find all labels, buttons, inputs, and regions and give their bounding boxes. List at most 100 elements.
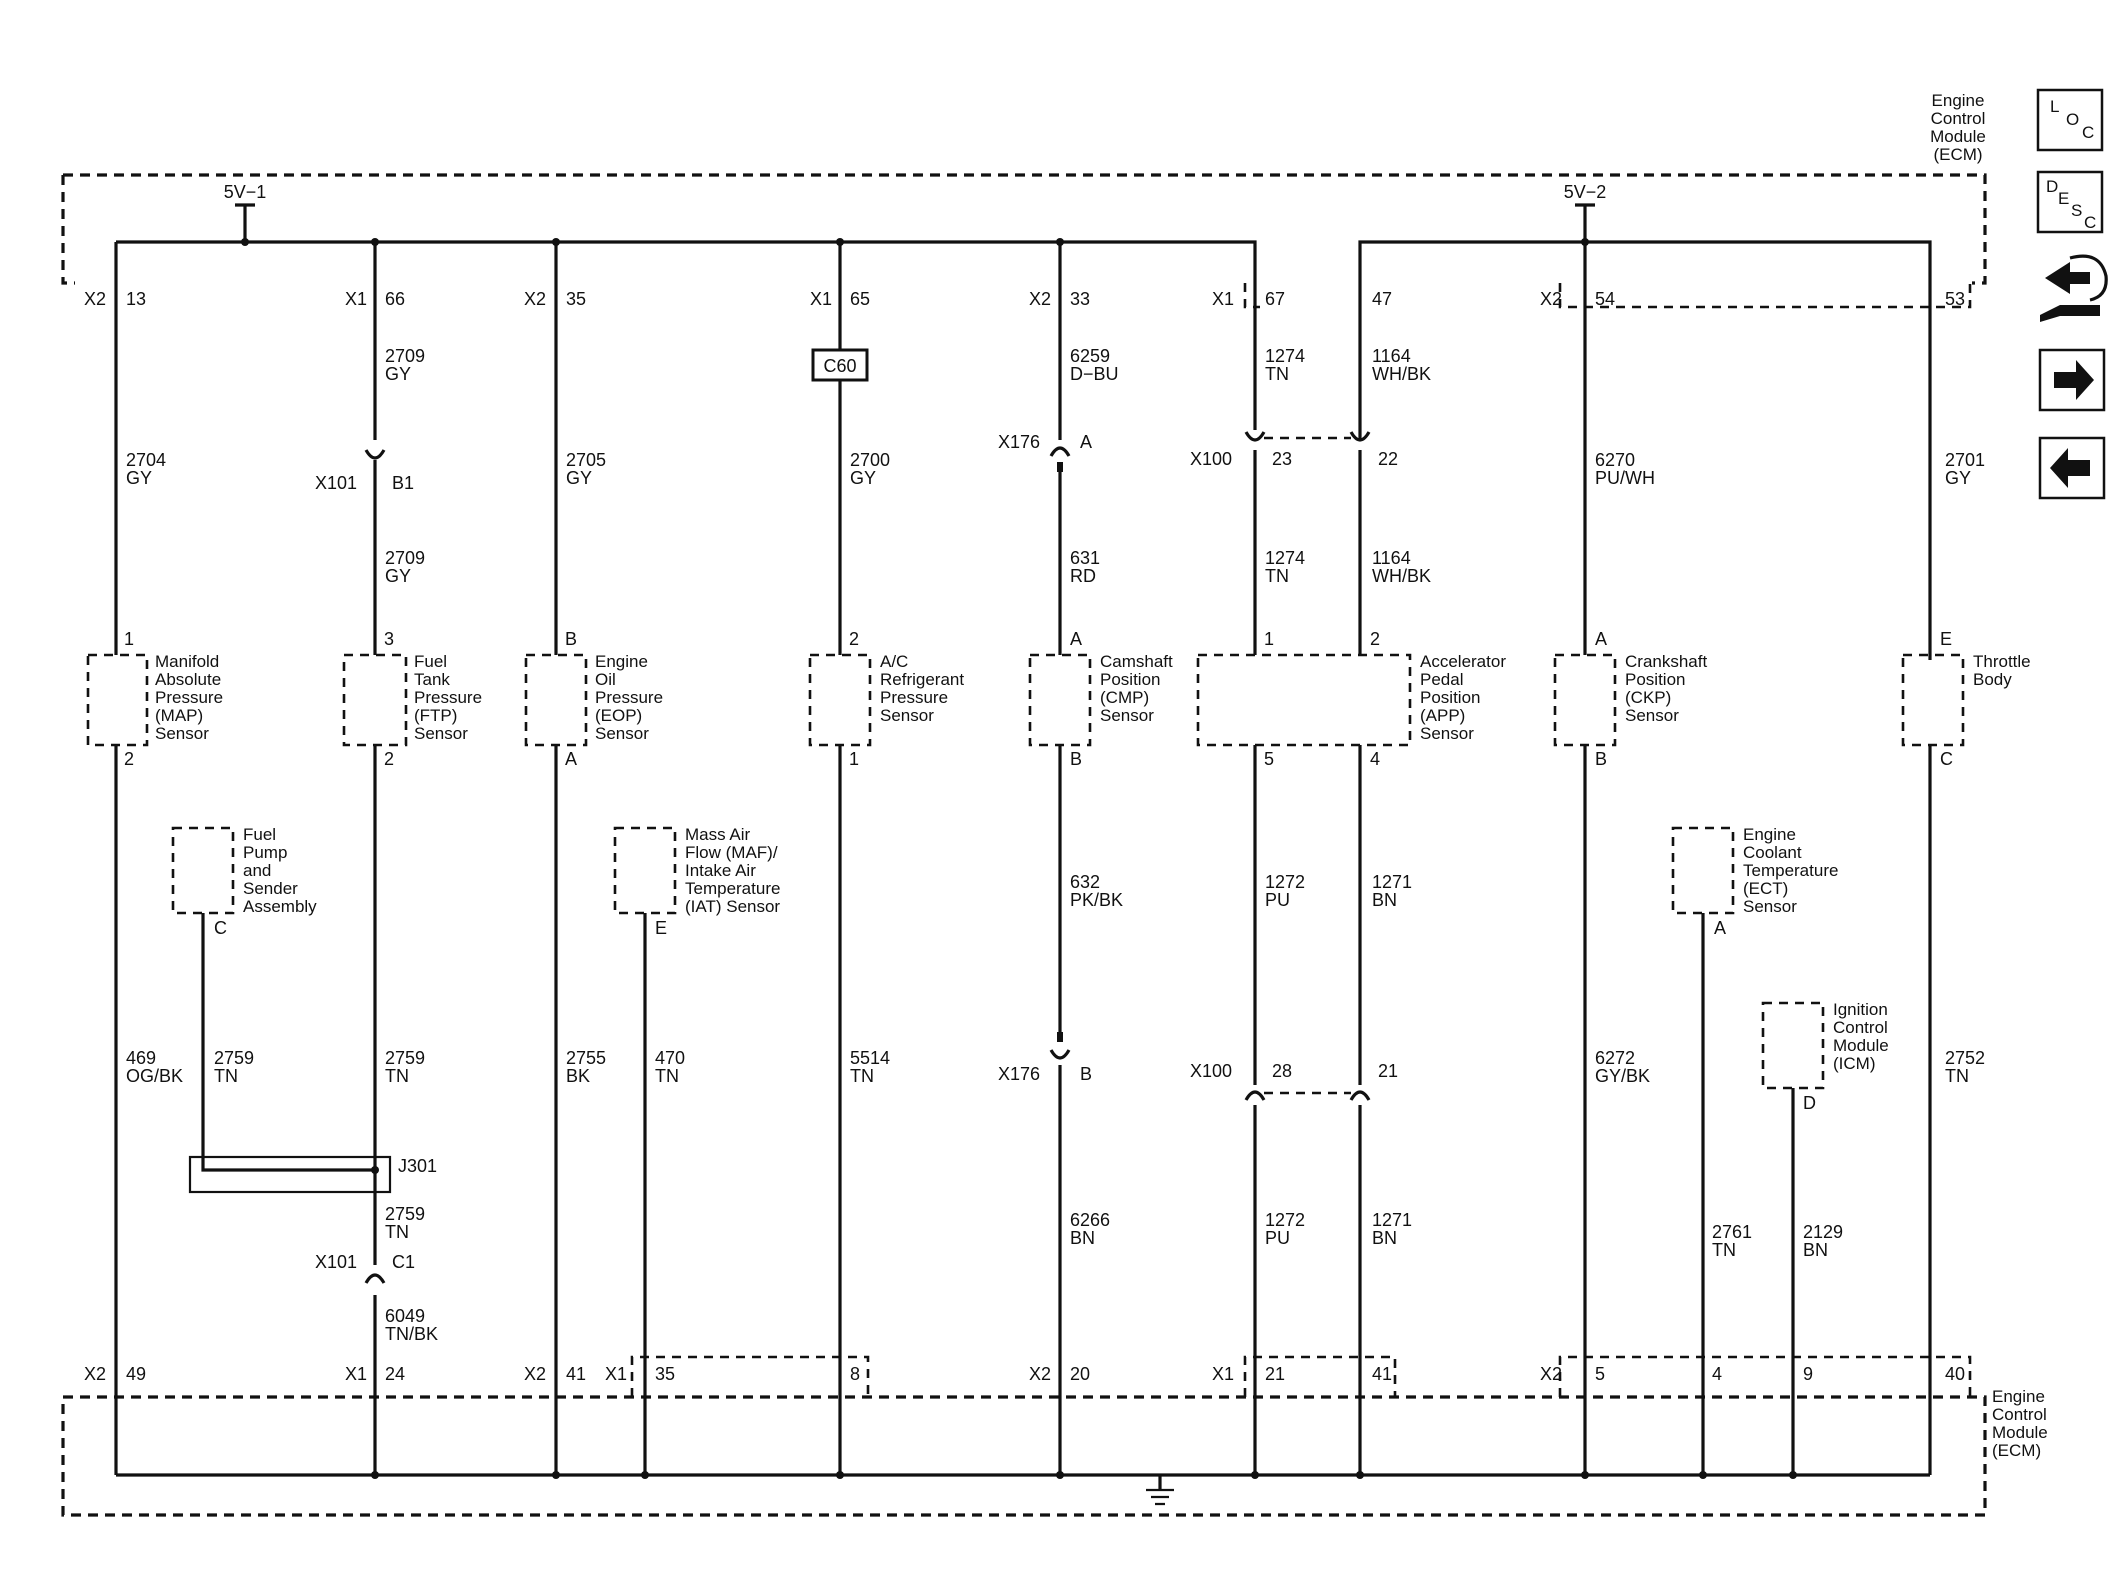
svg-text:PU: PU (1265, 1228, 1290, 1248)
svg-text:BN: BN (1372, 890, 1397, 910)
svg-text:631: 631 (1070, 548, 1100, 568)
svg-text:Engine: Engine (595, 652, 648, 671)
svg-text:GY: GY (566, 468, 592, 488)
svg-text:A: A (1714, 918, 1726, 938)
svg-text:B: B (1080, 1064, 1092, 1084)
svg-text:(ECT): (ECT) (1743, 879, 1788, 898)
svg-text:2752: 2752 (1945, 1048, 1985, 1068)
svg-text:Pressure: Pressure (414, 688, 482, 707)
svg-text:TN: TN (1712, 1240, 1736, 1260)
svg-text:(ECM): (ECM) (1933, 145, 1982, 164)
ground-bus (116, 1473, 1930, 1506)
svg-text:Pressure: Pressure (595, 688, 663, 707)
svg-text:(CKP): (CKP) (1625, 688, 1671, 707)
svg-text:TN: TN (385, 1222, 409, 1242)
svg-text:TN: TN (214, 1066, 238, 1086)
svg-text:Crankshaft: Crankshaft (1625, 652, 1707, 671)
svg-text:PK/BK: PK/BK (1070, 890, 1123, 910)
svg-text:X2: X2 (524, 1364, 546, 1384)
svg-text:6270: 6270 (1595, 450, 1635, 470)
cmp-sensor: A B Camshaft Position (CMP) Sensor (1028, 629, 1173, 769)
next-page-arrow-icon[interactable] (2038, 348, 2106, 412)
x176-inline-connector-top: X176 A (998, 432, 1092, 472)
svg-text:Sensor: Sensor (1625, 706, 1679, 725)
previous-page-arrow-icon[interactable] (2038, 436, 2106, 500)
svg-text:Position: Position (1100, 670, 1160, 689)
svg-text:6049: 6049 (385, 1306, 425, 1326)
svg-text:4: 4 (1370, 749, 1380, 769)
svg-text:9: 9 (1803, 1364, 1813, 1384)
svg-text:and: and (243, 861, 271, 880)
svg-text:469: 469 (126, 1048, 156, 1068)
svg-text:X1: X1 (345, 1364, 367, 1384)
svg-text:6259: 6259 (1070, 346, 1110, 366)
svg-text:20: 20 (1070, 1364, 1090, 1384)
svg-text:PU: PU (1265, 890, 1290, 910)
svg-text:X1: X1 (1212, 1364, 1234, 1384)
svg-text:GY: GY (385, 364, 411, 384)
svg-text:A/C: A/C (880, 652, 908, 671)
svg-text:S: S (2071, 201, 2082, 220)
svg-text:Engine: Engine (1932, 91, 1985, 110)
svg-text:2: 2 (849, 629, 859, 649)
svg-text:X100: X100 (1190, 449, 1232, 469)
ecm-top-label: Engine Control Module (ECM) (1930, 91, 1986, 164)
svg-text:E: E (2058, 189, 2069, 208)
throttle-body-circuit: 2701 GY 2752 TN (1928, 450, 1985, 1475)
svg-text:41: 41 (566, 1364, 586, 1384)
ckp-sensor: A B Crankshaft Position (CKP) Sensor (1553, 629, 1707, 769)
svg-text:X1: X1 (810, 289, 832, 309)
svg-text:2759: 2759 (385, 1048, 425, 1068)
svg-text:J301: J301 (398, 1156, 437, 1176)
svg-text:Absolute: Absolute (155, 670, 221, 689)
svg-text:Control: Control (1931, 109, 1986, 128)
svg-text:2: 2 (384, 749, 394, 769)
description-icon[interactable]: D E S C (2036, 170, 2104, 234)
svg-text:C: C (2084, 213, 2096, 232)
svg-text:E: E (1940, 629, 1952, 649)
svg-text:TN: TN (1265, 364, 1289, 384)
svg-text:Module: Module (1992, 1423, 2048, 1442)
svg-text:67: 67 (1265, 289, 1285, 309)
svg-text:8: 8 (850, 1364, 860, 1384)
svg-text:Pressure: Pressure (880, 688, 948, 707)
svg-text:X101: X101 (315, 473, 357, 493)
svg-text:TN: TN (850, 1066, 874, 1086)
svg-text:21: 21 (1265, 1364, 1285, 1384)
svg-text:1272: 1272 (1265, 872, 1305, 892)
location-icon[interactable]: L O C (2036, 88, 2104, 152)
svg-text:BN: BN (1803, 1240, 1828, 1260)
svg-text:2709: 2709 (385, 548, 425, 568)
svg-text:TN: TN (655, 1066, 679, 1086)
svg-text:632: 632 (1070, 872, 1100, 892)
svg-text:X101: X101 (315, 1252, 357, 1272)
svg-text:1: 1 (849, 749, 859, 769)
svg-text:2755: 2755 (566, 1048, 606, 1068)
svg-text:Body: Body (1973, 670, 2012, 689)
svg-text:1: 1 (124, 629, 134, 649)
svg-text:Engine: Engine (1743, 825, 1796, 844)
connector-end-view-icon[interactable] (2040, 254, 2108, 322)
svg-text:(APP): (APP) (1420, 706, 1465, 725)
svg-text:40: 40 (1945, 1364, 1965, 1384)
ac-pressure-sensor: 2 1 A/C Refrigerant Pressure Sensor (808, 629, 964, 769)
svg-text:Oil: Oil (595, 670, 616, 689)
svg-text:Sensor: Sensor (880, 706, 934, 725)
svg-text:E: E (655, 918, 667, 938)
svg-text:Sensor: Sensor (595, 724, 649, 743)
svg-text:GY/BK: GY/BK (1595, 1066, 1650, 1086)
svg-text:WH/BK: WH/BK (1372, 364, 1431, 384)
svg-text:Sensor: Sensor (414, 724, 468, 743)
svg-text:3: 3 (384, 629, 394, 649)
svg-text:BN: BN (1372, 1228, 1397, 1248)
svg-text:B: B (565, 629, 577, 649)
svg-text:(EOP): (EOP) (595, 706, 642, 725)
svg-text:21: 21 (1378, 1061, 1398, 1081)
svg-text:Module: Module (1833, 1036, 1889, 1055)
svg-text:Module: Module (1930, 127, 1986, 146)
svg-text:A: A (565, 749, 577, 769)
svg-text:47: 47 (1372, 289, 1392, 309)
svg-text:B: B (1070, 749, 1082, 769)
